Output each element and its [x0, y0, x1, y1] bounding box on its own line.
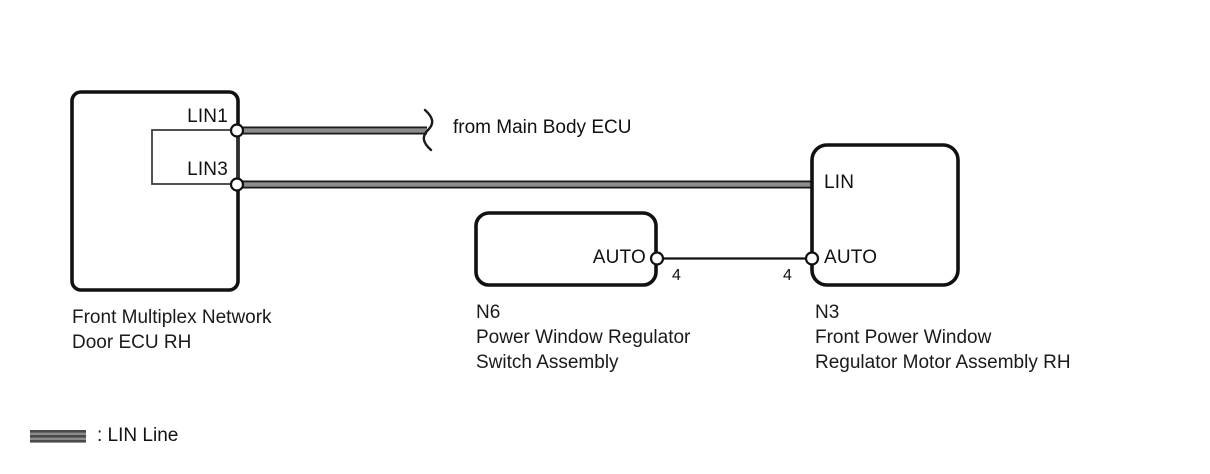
block-front-power-window-regulator-motor-assembly-rh[interactable]: [810, 143, 960, 287]
terminal-dot-lin1[interactable]: [229, 123, 245, 138]
caption-switch-line2: Switch Assembly: [476, 352, 619, 373]
terminal-label-lin3: LIN3: [187, 159, 228, 180]
wire-break-squiggle-icon: [422, 108, 434, 152]
caption-switch-code: N6: [476, 302, 501, 323]
caption-ecu-left-line1: Front Multiplex Network: [72, 307, 272, 328]
note-from-main-body-ecu: from Main Body ECU: [453, 117, 632, 138]
lin-line-lin1-to-main-body-ecu: [237, 126, 427, 135]
caption-motor-line2: Regulator Motor Assembly RH: [815, 352, 1071, 373]
caption-switch-line1: Power Window Regulator: [476, 327, 691, 348]
terminal-dot-motor-auto[interactable]: [804, 251, 820, 266]
block-front-multiplex-network-door-ecu-rh[interactable]: [70, 90, 240, 292]
legend-lin-line-label: : LIN Line: [97, 425, 179, 446]
caption-ecu-left-line2: Door ECU RH: [72, 332, 192, 353]
block-power-window-regulator-switch-assembly[interactable]: [474, 211, 658, 287]
lin-line-lin3-to-motor-lin: [237, 180, 815, 189]
terminal-dot-lin3[interactable]: [229, 177, 245, 192]
caption-motor-line1: Front Power Window: [815, 327, 992, 348]
caption-motor-code: N3: [815, 302, 840, 323]
legend-lin-line-swatch-icon: [30, 430, 86, 443]
terminal-label-motor-auto: AUTO: [824, 247, 878, 268]
terminal-dot-switch-auto[interactable]: [649, 251, 665, 266]
pin-number-right: 4: [783, 267, 792, 284]
terminal-label-lin1: LIN1: [187, 106, 228, 127]
pin-number-left: 4: [672, 267, 681, 284]
inner-terminal-bracket: [151, 129, 239, 185]
terminal-label-motor-lin: LIN: [824, 172, 855, 193]
terminal-label-switch-auto: AUTO: [592, 247, 646, 268]
